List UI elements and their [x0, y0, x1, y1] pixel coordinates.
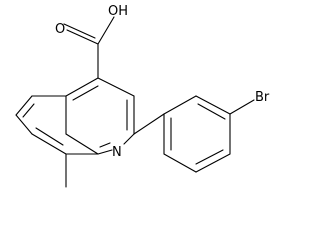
bond-ar3-br — [229, 99, 255, 115]
bond-c-o-double-b — [63, 23, 96, 39]
bond-c7-c8-inner — [35, 127, 64, 146]
bond-n1-c8a — [97, 149, 113, 155]
atom-carbonyl-oxygen-label: O — [55, 22, 65, 37]
bond-c4a-c4-inner — [72, 85, 99, 101]
atom-ring-nitrogen-label: N — [112, 145, 122, 160]
chemical-structure-diagram: OH O N Br — [15, 4, 270, 188]
bond-c5-c6-inner — [22, 103, 35, 118]
bromophenyl-ring — [133, 95, 255, 173]
bond-c4a-c4 — [65, 77, 99, 97]
bond-ar4-ar5 — [195, 153, 231, 173]
carboxylic-acid-group — [63, 16, 115, 79]
bond-c6-c7 — [15, 114, 33, 135]
bond-n1-c8a-inner — [99, 142, 111, 148]
bond-ar2-ar3-inner — [197, 103, 226, 120]
bond-c2-n1 — [123, 133, 135, 145]
bond-c-oh — [97, 16, 115, 45]
atom-hydroxyl-label: OH — [108, 4, 128, 19]
bond-ar5-ar6 — [163, 153, 197, 173]
bond-c8a-c4a — [65, 133, 99, 155]
bond-c7-c8 — [31, 133, 67, 155]
bond-c-o-double-a — [66, 29, 99, 45]
bond-c5-c6 — [15, 95, 33, 116]
bond-c2-aryl — [133, 113, 165, 135]
bond-ar4-ar5-inner — [195, 149, 224, 165]
atom-bromine-label: Br — [255, 90, 270, 105]
bond-ar2-ar3 — [195, 95, 231, 115]
bond-c4-c3 — [97, 77, 135, 97]
benzo-ring — [15, 95, 99, 155]
bond-ar1-ar2 — [163, 95, 197, 115]
pyridine-ring — [65, 77, 135, 155]
